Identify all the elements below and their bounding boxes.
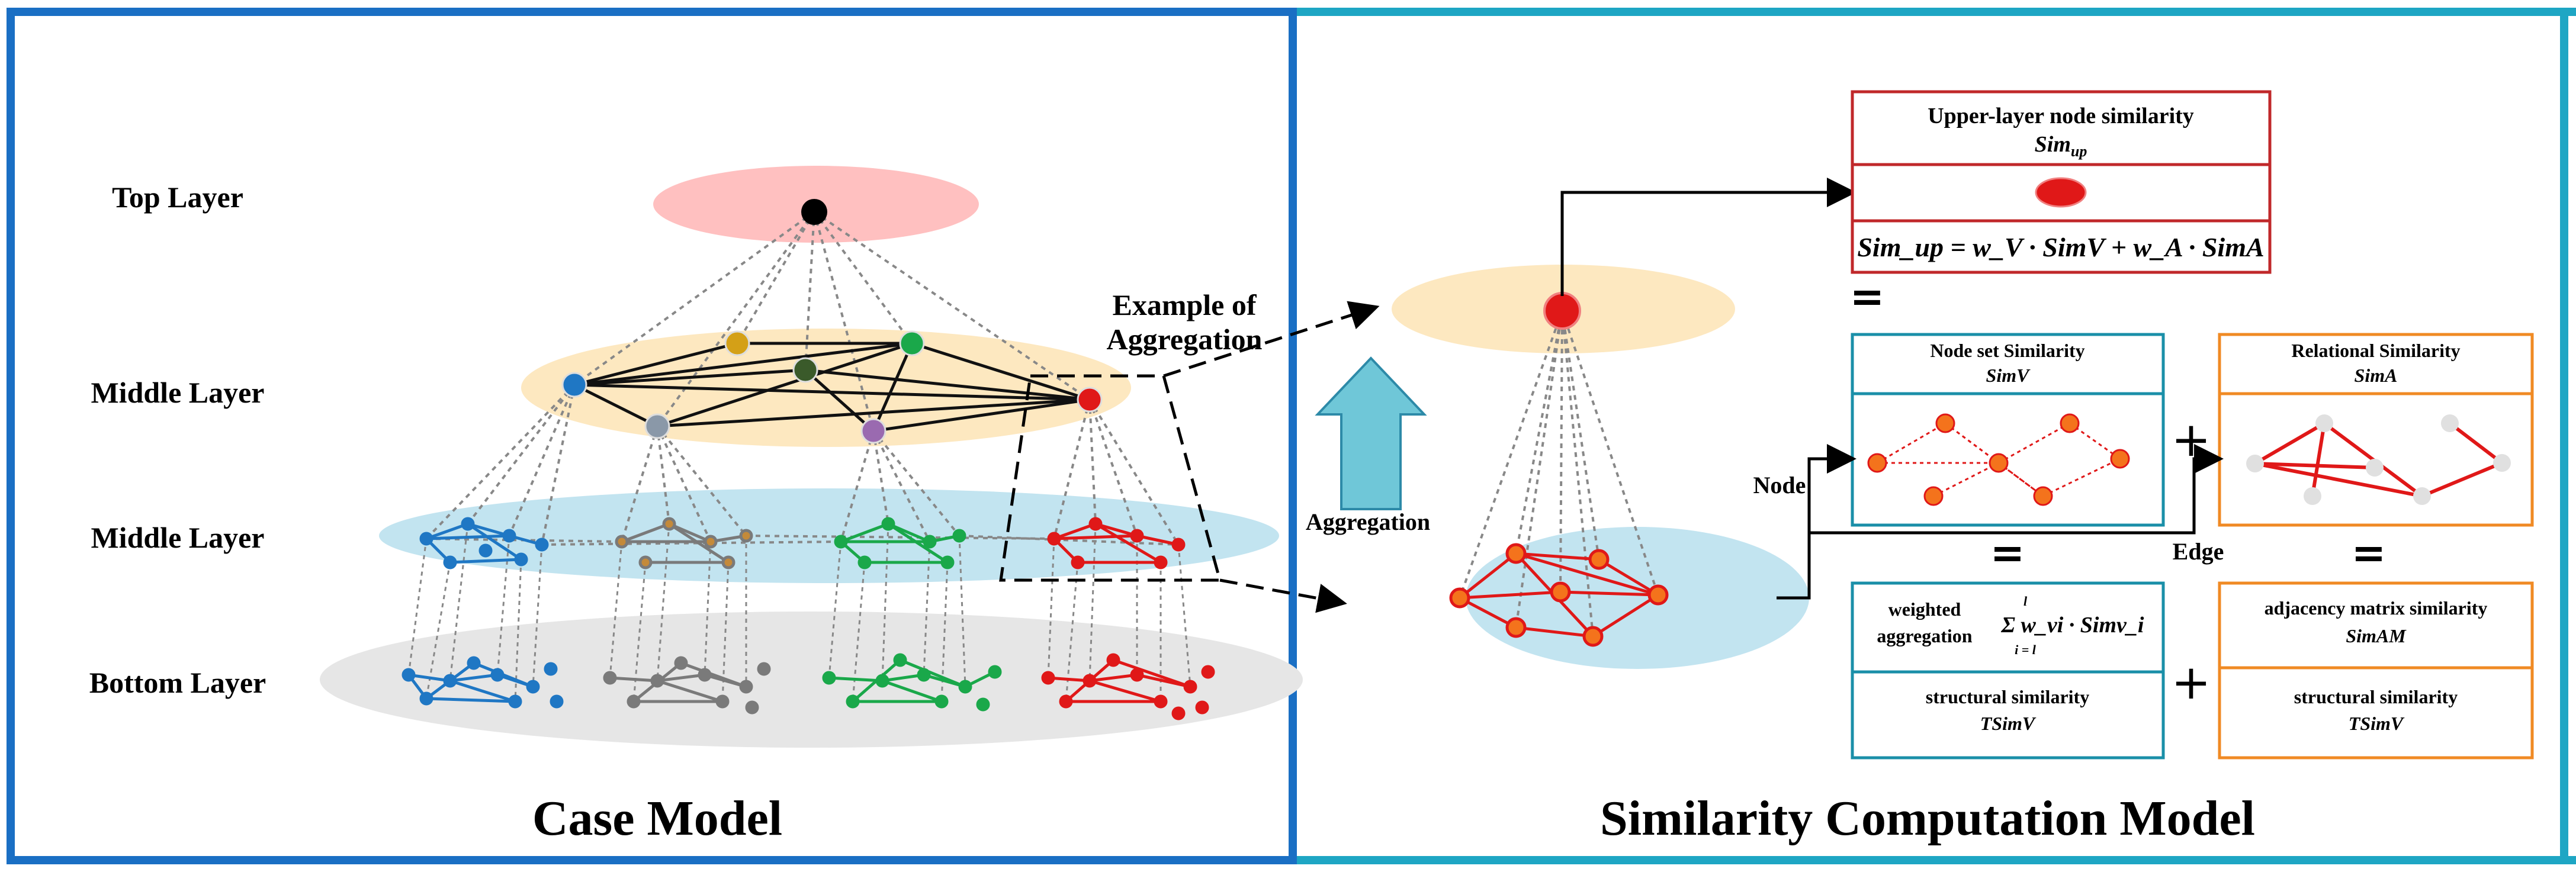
structural-left-symbol: TSimV xyxy=(1980,713,2037,734)
aggregation-dashes xyxy=(1459,310,1659,637)
plus-sign-bottom: + xyxy=(2171,655,2211,710)
example-to-lower-arrow xyxy=(1219,578,1347,613)
equals-sign-right: = xyxy=(2352,529,2387,577)
weighted-label-line1: weighted xyxy=(1888,599,1961,620)
edge-connector-arrow xyxy=(1809,444,2224,535)
relational-box-title: Relational Similarity xyxy=(2291,340,2460,361)
upper-box-node xyxy=(2035,177,2087,208)
aggregation-up-arrow xyxy=(1315,356,1427,510)
upper-box-formula: Sim_up = w_V · SimV + w_A · SimA xyxy=(1857,232,2264,262)
cluster-gray-bottom xyxy=(603,656,771,715)
structural-left-title: structural similarity xyxy=(1926,686,2089,707)
example-to-upper-arrow xyxy=(1163,301,1380,378)
weighted-label-line2: aggregation xyxy=(1877,625,1972,646)
cluster-red-middle xyxy=(1047,517,1186,569)
structural-right-title: structural similarity xyxy=(2294,686,2458,707)
middle-layer-1-nodes xyxy=(561,330,1103,444)
adjacency-box-title: adjacency matrix similarity xyxy=(2265,597,2488,619)
cluster-red-bottom xyxy=(1041,653,1215,720)
weighted-sum-bottom: i = l xyxy=(2015,642,2037,657)
upper-box-title: Upper-layer node similarity xyxy=(1928,104,2194,128)
relational-similarity-box xyxy=(2218,333,2534,527)
example-label-line2: Aggregation xyxy=(1107,323,1263,356)
relational-box-symbol: SimA xyxy=(2355,365,2398,386)
weighted-sum-top: l xyxy=(2023,594,2028,609)
upper-box-symbol: Simup xyxy=(2035,132,2087,160)
node-connector-arrow xyxy=(1777,444,1856,600)
top-layer-node xyxy=(801,199,827,225)
aggregation-graph xyxy=(1449,543,1669,647)
upper-box-symbol-sub: up xyxy=(2071,143,2087,160)
cluster-green-middle xyxy=(834,517,966,569)
cluster-blue-middle xyxy=(419,517,549,569)
equals-sign-left: = xyxy=(1990,529,2025,577)
upper-equals-sign: = xyxy=(1850,272,1885,321)
upper-box-symbol-main: Sim xyxy=(2035,132,2071,157)
top-to-middle-dashes xyxy=(573,211,1091,432)
node-set-box-title: Node set Similarity xyxy=(1930,340,2084,361)
left-panel-title: Case Model xyxy=(532,791,782,846)
node-set-graph xyxy=(1867,413,2130,506)
structural-right-symbol: TSimV xyxy=(2349,713,2405,734)
aggregated-node xyxy=(1543,292,1581,330)
aggregation-label: Aggregation xyxy=(1306,509,1430,535)
layer-label-top: Top Layer xyxy=(112,181,243,214)
node-set-box-symbol: SimV xyxy=(1986,365,2031,386)
weighted-formula: Σ w_vi · Simv_i xyxy=(2001,613,2144,638)
layer-label-bottom: Bottom Layer xyxy=(89,666,266,699)
middle-to-middle-dashes xyxy=(425,384,1180,546)
relational-graph xyxy=(2246,414,2511,505)
layer-label-middle-2: Middle Layer xyxy=(91,521,264,554)
right-panel-title: Similarity Computation Model xyxy=(1600,791,2255,846)
adjacency-box-symbol: SimAM xyxy=(2346,625,2407,646)
bottom-layer-ellipse xyxy=(320,612,1303,748)
adjacency-structural-box xyxy=(2218,581,2534,760)
cluster-blue-bottom xyxy=(402,656,564,709)
left-panel-border xyxy=(7,8,1297,864)
cluster-gray-middle xyxy=(615,517,753,569)
cluster-green-bottom xyxy=(822,653,1002,712)
node-label: Node xyxy=(1753,472,1806,498)
middle-layer-1-network xyxy=(573,342,1090,433)
node-to-upper-box-arrow xyxy=(1560,178,1856,296)
example-label-line1: Example of xyxy=(1112,288,1257,321)
aggregation-example-outline xyxy=(999,374,1222,582)
edge-label: Edge xyxy=(2173,538,2224,565)
node-set-similarity-box xyxy=(1851,333,2165,527)
layer-label-middle-1: Middle Layer xyxy=(91,376,264,409)
